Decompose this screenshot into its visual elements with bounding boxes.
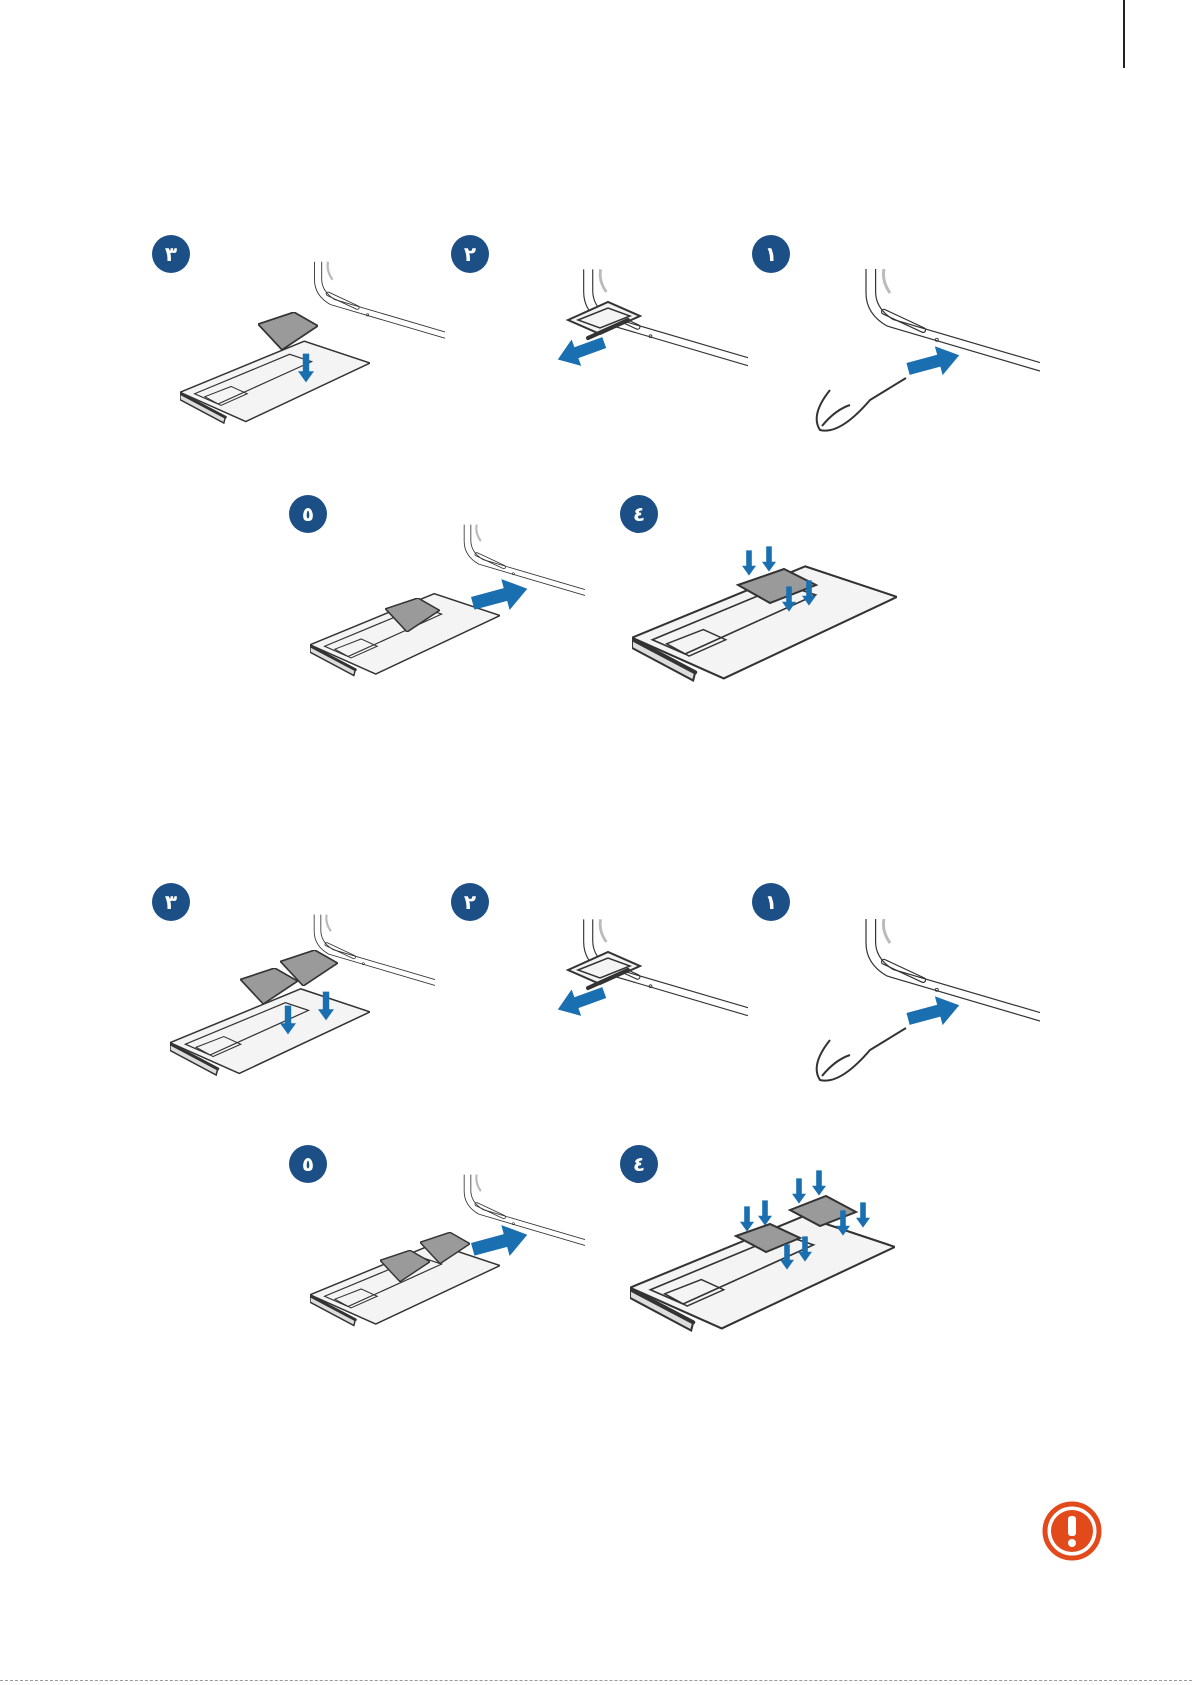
illustration-insert-card <box>180 230 440 450</box>
illustration-reinsert-tray-dual <box>310 1140 580 1360</box>
step-badge-4: ٤ <box>620 495 658 533</box>
illustration-insert-two-cards <box>170 880 440 1100</box>
illustration-eject-pin-dual <box>810 880 1040 1090</box>
step-badge-2-dual: ٢ <box>451 883 489 921</box>
step-badge-1: ١ <box>752 235 790 273</box>
page-bottom-divider <box>0 1680 1192 1681</box>
caution-icon <box>1041 1500 1103 1562</box>
step-badge-1-dual: ١ <box>752 883 790 921</box>
illustration-pull-tray-dual <box>548 880 748 1060</box>
page-edge-rule <box>1123 0 1125 68</box>
illustration-reinsert-tray <box>310 490 580 710</box>
illustration-press-card <box>632 545 902 715</box>
illustration-press-two-cards <box>630 1170 900 1360</box>
illustration-pull-tray <box>548 230 748 410</box>
step-badge-2: ٢ <box>451 235 489 273</box>
illustration-eject-pin <box>810 230 1040 440</box>
